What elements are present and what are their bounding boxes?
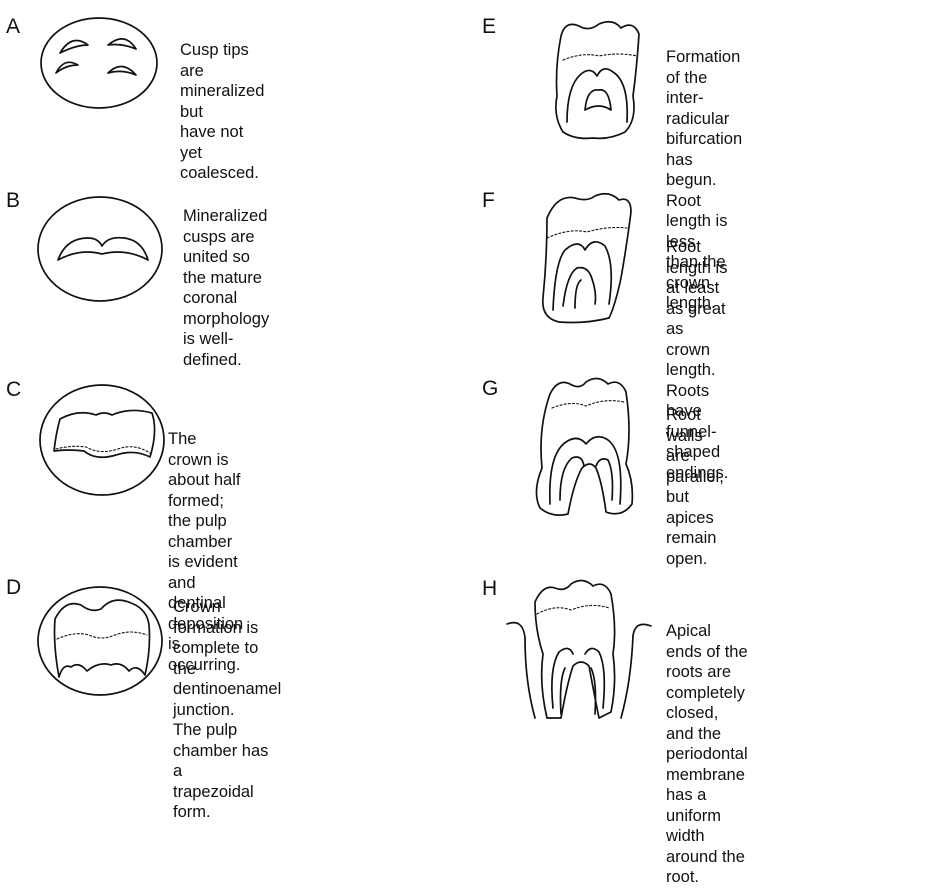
desc-line: Apical ends of the roots are	[666, 621, 748, 683]
stage-letter-a: A	[6, 16, 20, 37]
stage-letter-d: D	[6, 577, 21, 598]
stage-b-crypt-illustration	[36, 196, 176, 306]
desc-line: The pulp chamber has a	[173, 720, 281, 782]
stage-f-tooth-illustration	[535, 188, 645, 328]
stage-c-crypt-illustration	[38, 383, 178, 503]
desc-line: complete to the	[173, 638, 281, 679]
desc-line: completely closed, and the	[666, 683, 748, 745]
stage-d-description: Crown formation is complete to the denti…	[173, 597, 281, 823]
desc-line: periodontal membrane has a	[666, 744, 748, 806]
desc-line: apices remain open.	[666, 508, 724, 570]
desc-line: the pulp chamber is evident and	[168, 511, 243, 593]
stage-g-tooth-illustration	[522, 372, 652, 522]
stage-letter-f: F	[482, 190, 495, 211]
stage-letter-g: G	[482, 378, 498, 399]
stage-letter-c: C	[6, 379, 21, 400]
desc-line: trapezoidal form.	[173, 782, 281, 823]
stage-a-description: Cusp tips are mineralized but have not y…	[180, 40, 264, 184]
desc-line: is well-defined.	[183, 329, 269, 370]
stage-letter-h: H	[482, 578, 497, 599]
stage-e-tooth-illustration	[545, 16, 655, 146]
desc-line: have not yet coalesced.	[180, 122, 264, 184]
desc-line: Root length is at least as great	[666, 237, 728, 319]
desc-line: Mineralized cusps are united so	[183, 206, 269, 268]
stage-g-description: Root walls are parallel, but apices rema…	[666, 405, 724, 569]
stage-letter-e: E	[482, 16, 496, 37]
stage-letter-b: B	[6, 190, 20, 211]
desc-line: Formation of the inter-	[666, 47, 742, 109]
desc-line: dentinoenamel junction.	[173, 679, 281, 720]
stage-b-description: Mineralized cusps are united so the matu…	[183, 206, 269, 370]
stage-d-crypt-illustration	[35, 585, 175, 705]
stage-a-crypt-illustration	[30, 15, 170, 115]
desc-line: the mature coronal morphology	[183, 268, 269, 330]
desc-line: uniform width around the root.	[666, 806, 748, 888]
stage-h-description: Apical ends of the roots are completely …	[666, 621, 748, 888]
stage-h-tooth-illustration	[505, 572, 655, 720]
desc-line: Crown formation is	[173, 597, 281, 638]
desc-line: The crown is about half formed;	[168, 429, 243, 511]
desc-line: radicular bifurcation has	[666, 109, 742, 171]
desc-line: Cusp tips are mineralized but	[180, 40, 264, 122]
desc-line: Root walls are parallel, but	[666, 405, 724, 508]
